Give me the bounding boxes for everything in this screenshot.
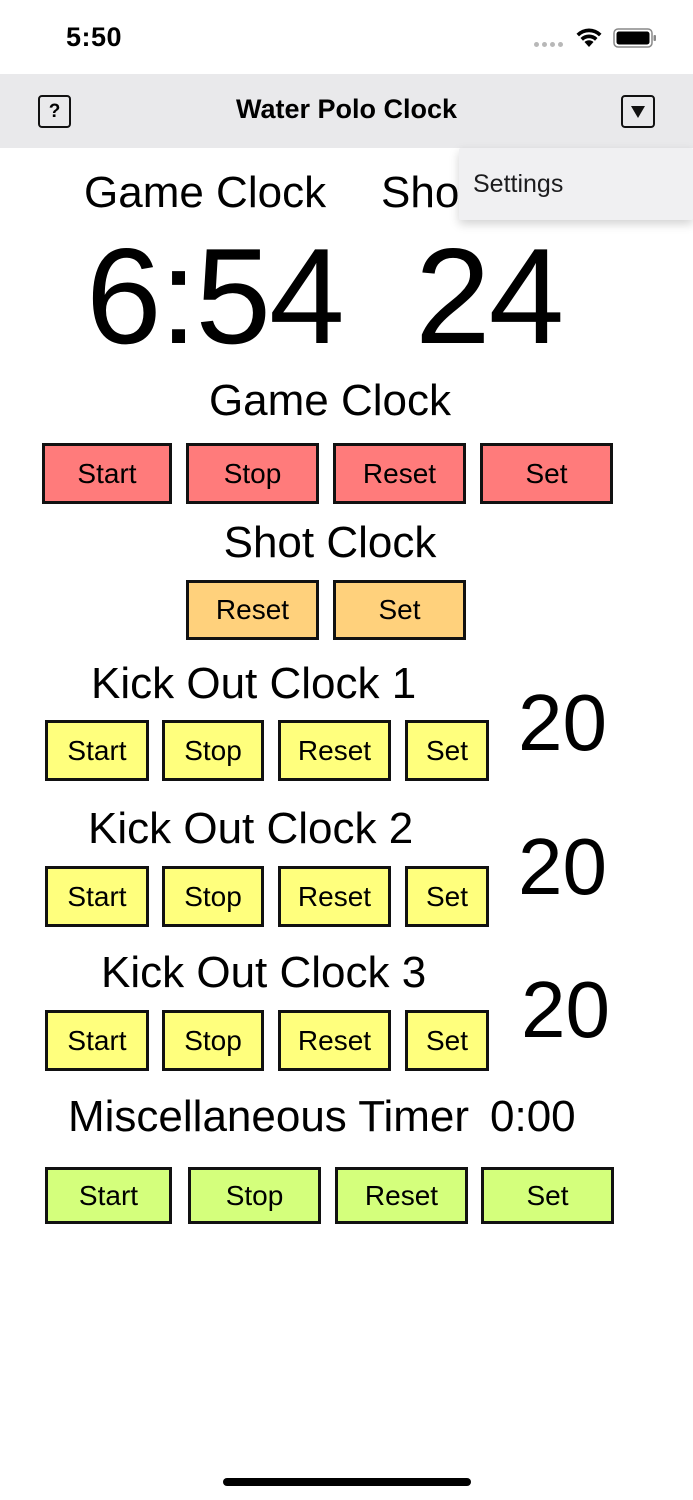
kick-out-2-reset-button[interactable]: Reset	[278, 866, 391, 927]
status-time: 5:50	[66, 22, 123, 52]
help-icon: ?	[48, 100, 61, 122]
nav-title: Water Polo Clock	[235, 94, 458, 124]
cellular-signal-icon	[534, 42, 563, 47]
shot-clock-section-title: Shot Clock	[223, 518, 437, 567]
kick-out-1-reset-button[interactable]: Reset	[278, 720, 391, 781]
wifi-icon	[576, 28, 602, 47]
kick-out-3-set-button[interactable]: Set	[405, 1010, 489, 1071]
misc-timer-title: Miscellaneous Timer	[68, 1092, 470, 1141]
kick-out-1-title: Kick Out Clock 1	[91, 659, 417, 708]
menu-button[interactable]	[621, 95, 655, 128]
kick-out-2-stop-button[interactable]: Stop	[162, 866, 264, 927]
dropdown-menu: Settings	[459, 148, 693, 220]
game-stop-button[interactable]: Stop	[186, 443, 319, 504]
game-set-button[interactable]: Set	[480, 443, 613, 504]
shot-clock-display: 24	[415, 220, 564, 372]
kick-out-2-title: Kick Out Clock 2	[88, 804, 414, 853]
kick-out-1-set-button[interactable]: Set	[405, 720, 489, 781]
game-reset-button[interactable]: Reset	[333, 443, 466, 504]
shot-reset-button[interactable]: Reset	[186, 580, 319, 640]
menu-item-settings[interactable]: Settings	[473, 170, 564, 198]
shot-set-button[interactable]: Set	[333, 580, 466, 640]
kick-out-3-stop-button[interactable]: Stop	[162, 1010, 264, 1071]
help-button[interactable]: ?	[38, 95, 71, 128]
misc-timer-value: 0:00	[490, 1092, 576, 1141]
home-indicator[interactable]	[223, 1478, 471, 1486]
kick-out-1-start-button[interactable]: Start	[45, 720, 149, 781]
kick-out-2-start-button[interactable]: Start	[45, 866, 149, 927]
misc-stop-button[interactable]: Stop	[188, 1167, 321, 1224]
battery-icon	[613, 28, 656, 48]
kick-out-3-start-button[interactable]: Start	[45, 1010, 149, 1071]
navigation-bar	[0, 74, 693, 148]
game-clock-label: Game Clock	[84, 168, 327, 217]
status-bar: 5:50	[0, 0, 693, 74]
kick-out-3-value: 20	[521, 965, 610, 1054]
game-clock-section-title: Game Clock	[208, 376, 452, 425]
kick-out-1-value: 20	[518, 678, 607, 767]
kick-out-2-set-button[interactable]: Set	[405, 866, 489, 927]
misc-start-button[interactable]: Start	[45, 1167, 172, 1224]
kick-out-3-reset-button[interactable]: Reset	[278, 1010, 391, 1071]
misc-set-button[interactable]: Set	[481, 1167, 614, 1224]
kick-out-1-stop-button[interactable]: Stop	[162, 720, 264, 781]
game-clock-display: 6:54	[86, 220, 345, 372]
misc-reset-button[interactable]: Reset	[335, 1167, 468, 1224]
dropdown-triangle-icon	[631, 105, 645, 118]
kick-out-2-value: 20	[518, 822, 607, 911]
game-start-button[interactable]: Start	[42, 443, 172, 504]
kick-out-3-title: Kick Out Clock 3	[101, 948, 427, 997]
